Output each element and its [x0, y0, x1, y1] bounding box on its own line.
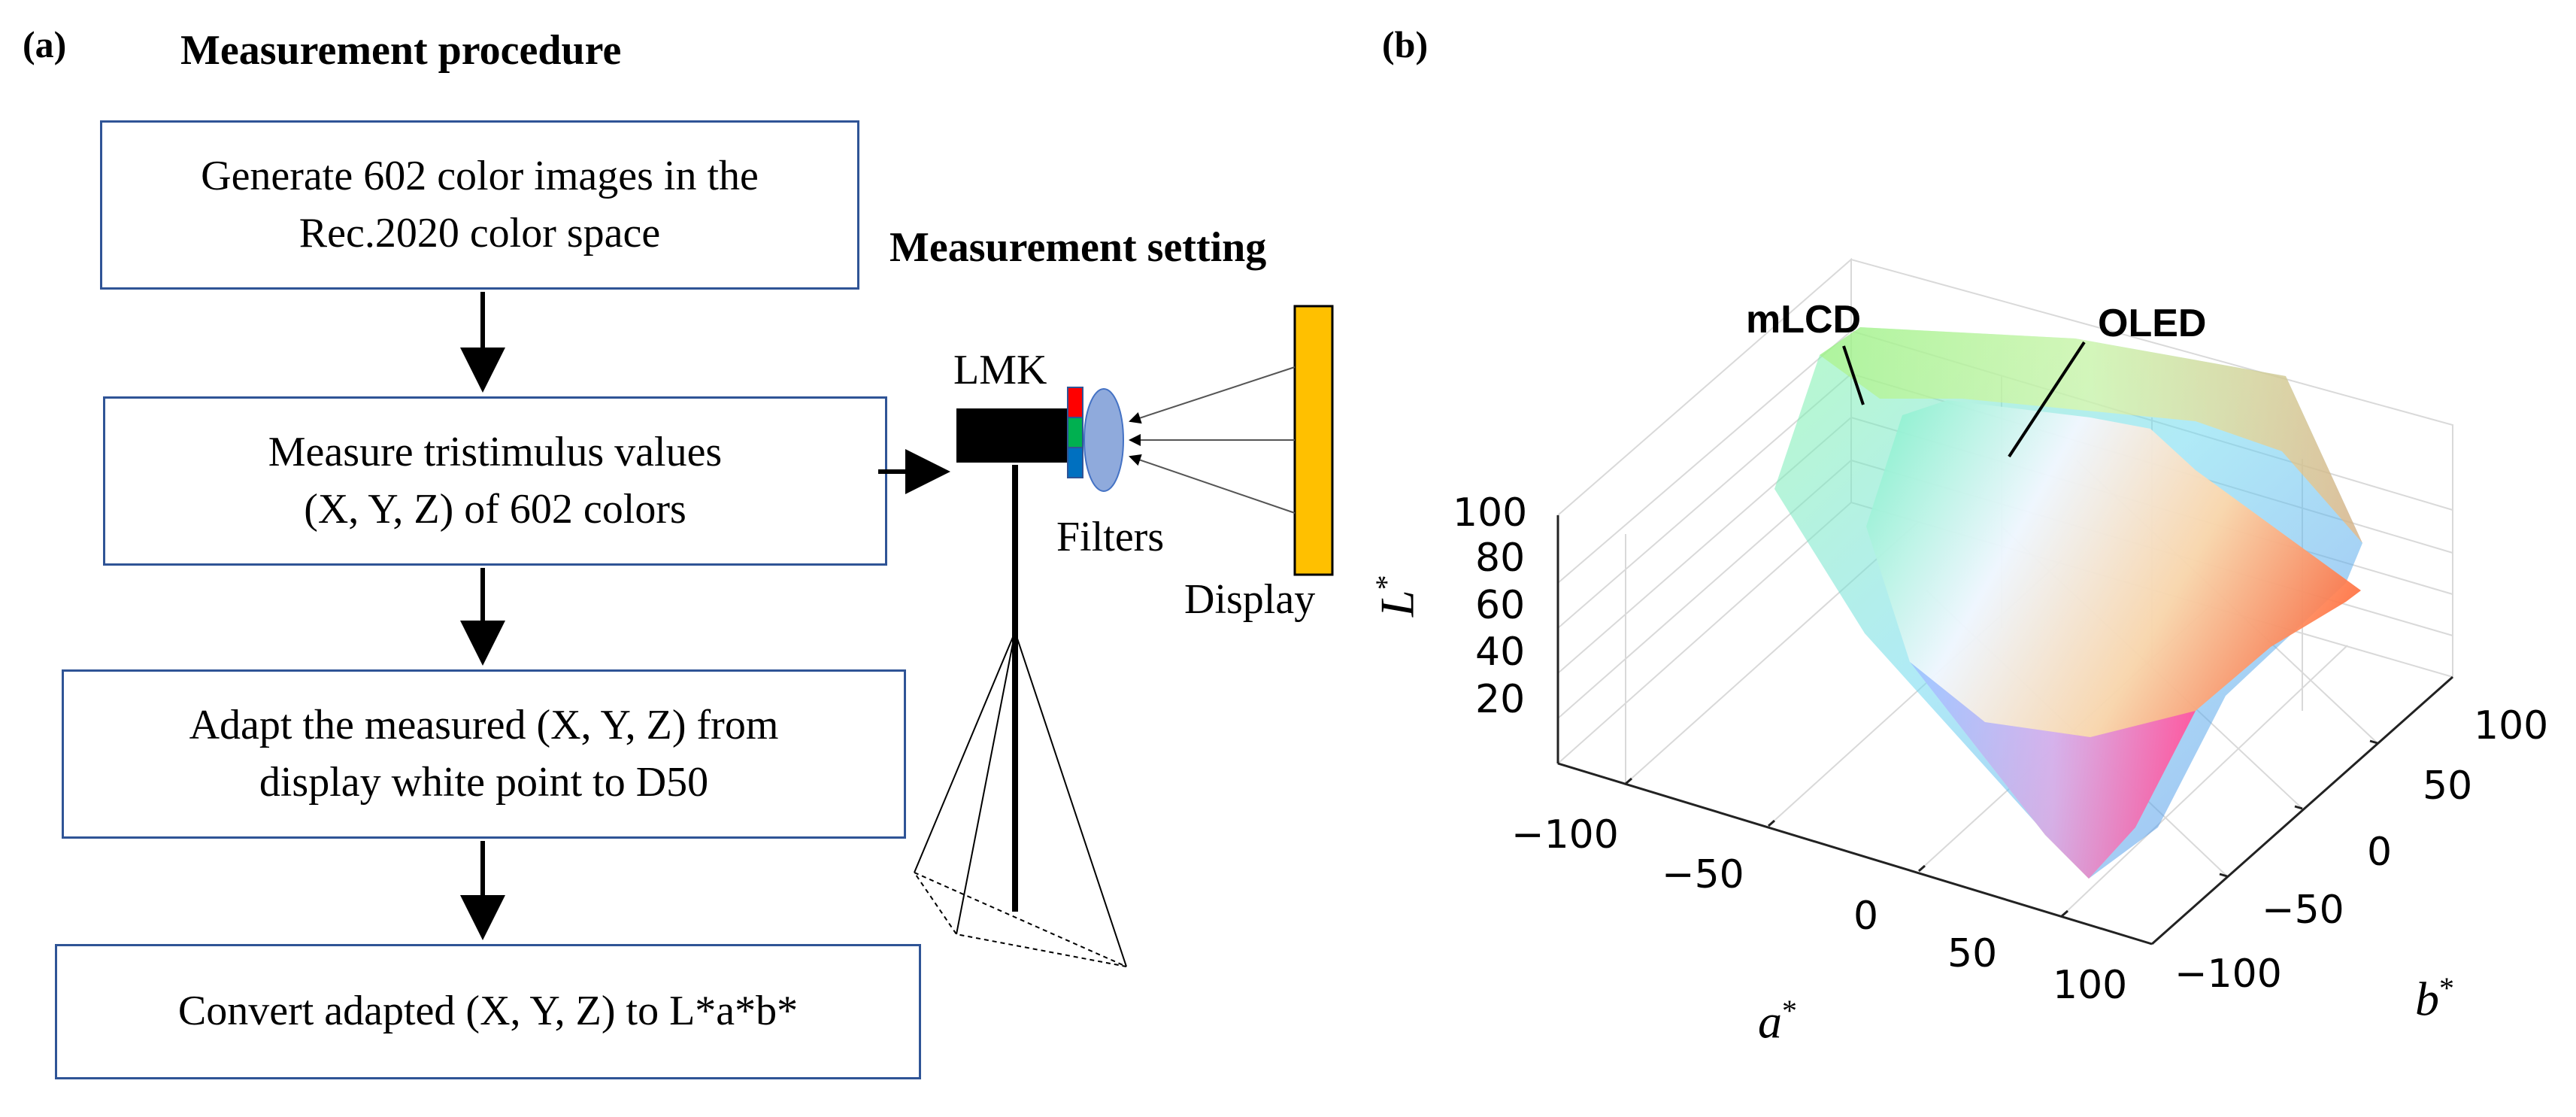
a-tick-50: 50 [1947, 931, 1998, 976]
step-2-line-2: (X, Y, Z) of 602 colors [304, 485, 686, 533]
step-box-convert: Convert adapted (X, Y, Z) to L*a*b* [55, 944, 921, 1079]
step-box-adapt: Adapt the measured (X, Y, Z) from display… [62, 669, 906, 839]
step-1-line-1: Generate 602 color images in the [201, 152, 759, 199]
b-tick-50: 50 [2423, 763, 2473, 809]
procedure-title: Measurement procedure [180, 27, 622, 74]
gamut-label-oled: OLED [2098, 302, 2207, 345]
b-axis-sup: * [2439, 971, 2454, 1005]
b-axis-label: b* [2415, 970, 2454, 1027]
a-axis-letter: a [1758, 994, 1782, 1049]
display-label: Display [1184, 576, 1316, 623]
a-tick-0: 0 [1853, 894, 1879, 939]
gamut-label-mlcd: mLCD [1746, 298, 1862, 341]
step-1-line-2: Rec.2020 color space [299, 209, 661, 256]
step-3-line-1: Adapt the measured (X, Y, Z) from [189, 701, 779, 748]
b-tick-0: 0 [2367, 830, 2393, 875]
z-tick-20: 20 [1475, 677, 1526, 722]
tripod-leg-right [1014, 631, 1127, 967]
b-tick-minus50: −50 [2262, 888, 2344, 933]
axis-ticks [1625, 739, 2378, 918]
oled-bottom-face [1910, 662, 2196, 879]
lens [1083, 388, 1124, 492]
a-tick-minus100: −100 [1511, 812, 1619, 857]
z-tick-80: 80 [1475, 536, 1526, 581]
gamut-3d-plot [1556, 257, 2453, 946]
a-axis-sup: * [1782, 994, 1797, 1027]
filter-blue [1067, 447, 1083, 478]
tripod-leg-mid [956, 631, 1016, 935]
procedure-diagram [460, 292, 1334, 967]
light-ray-bottom [1129, 454, 1296, 514]
filter-red [1067, 387, 1083, 418]
light-ray-top [1129, 366, 1296, 424]
camera-body [956, 408, 1068, 463]
display-panel [1293, 305, 1334, 576]
a-tick-minus50: −50 [1662, 852, 1744, 897]
mlcd-pointer [1842, 345, 1865, 405]
filters-label: Filters [1056, 514, 1165, 560]
step-box-measure: Measure tristimulus values (X, Y, Z) of 6… [103, 396, 887, 566]
panel-a-label: (a) [23, 23, 67, 65]
z-tick-100: 100 [1453, 490, 1528, 536]
tripod-leg-left [914, 631, 1016, 873]
z-axis-label: L* [1368, 575, 1425, 617]
z-axis-letter: L [1370, 590, 1424, 617]
z-axis-sup: * [1369, 575, 1403, 590]
setting-title: Measurement setting [889, 224, 1267, 271]
step-4-line-1: Convert adapted (X, Y, Z) to L*a*b* [177, 988, 799, 1035]
tripod-base [914, 872, 1127, 967]
b-axis-letter: b [2415, 972, 2439, 1026]
filter-green [1067, 417, 1083, 448]
b-tick-100: 100 [2474, 703, 2549, 748]
a-tick-100: 100 [2053, 963, 2128, 1008]
a-axis-label: a* [1758, 993, 1797, 1049]
z-tick-40: 40 [1475, 630, 1526, 675]
mlcd-top-face [1820, 327, 2362, 543]
step-3-line-2: display white point to D50 [259, 758, 709, 806]
axis-lines [1556, 515, 2453, 946]
camera-label: LMK [953, 347, 1047, 393]
step-2-line-1: Measure tristimulus values [268, 428, 723, 475]
b-tick-minus100: −100 [2174, 952, 2282, 997]
oled-pointer [2008, 341, 2086, 458]
panel-b-label: (b) [1382, 23, 1429, 65]
z-tick-60: 60 [1475, 583, 1526, 628]
